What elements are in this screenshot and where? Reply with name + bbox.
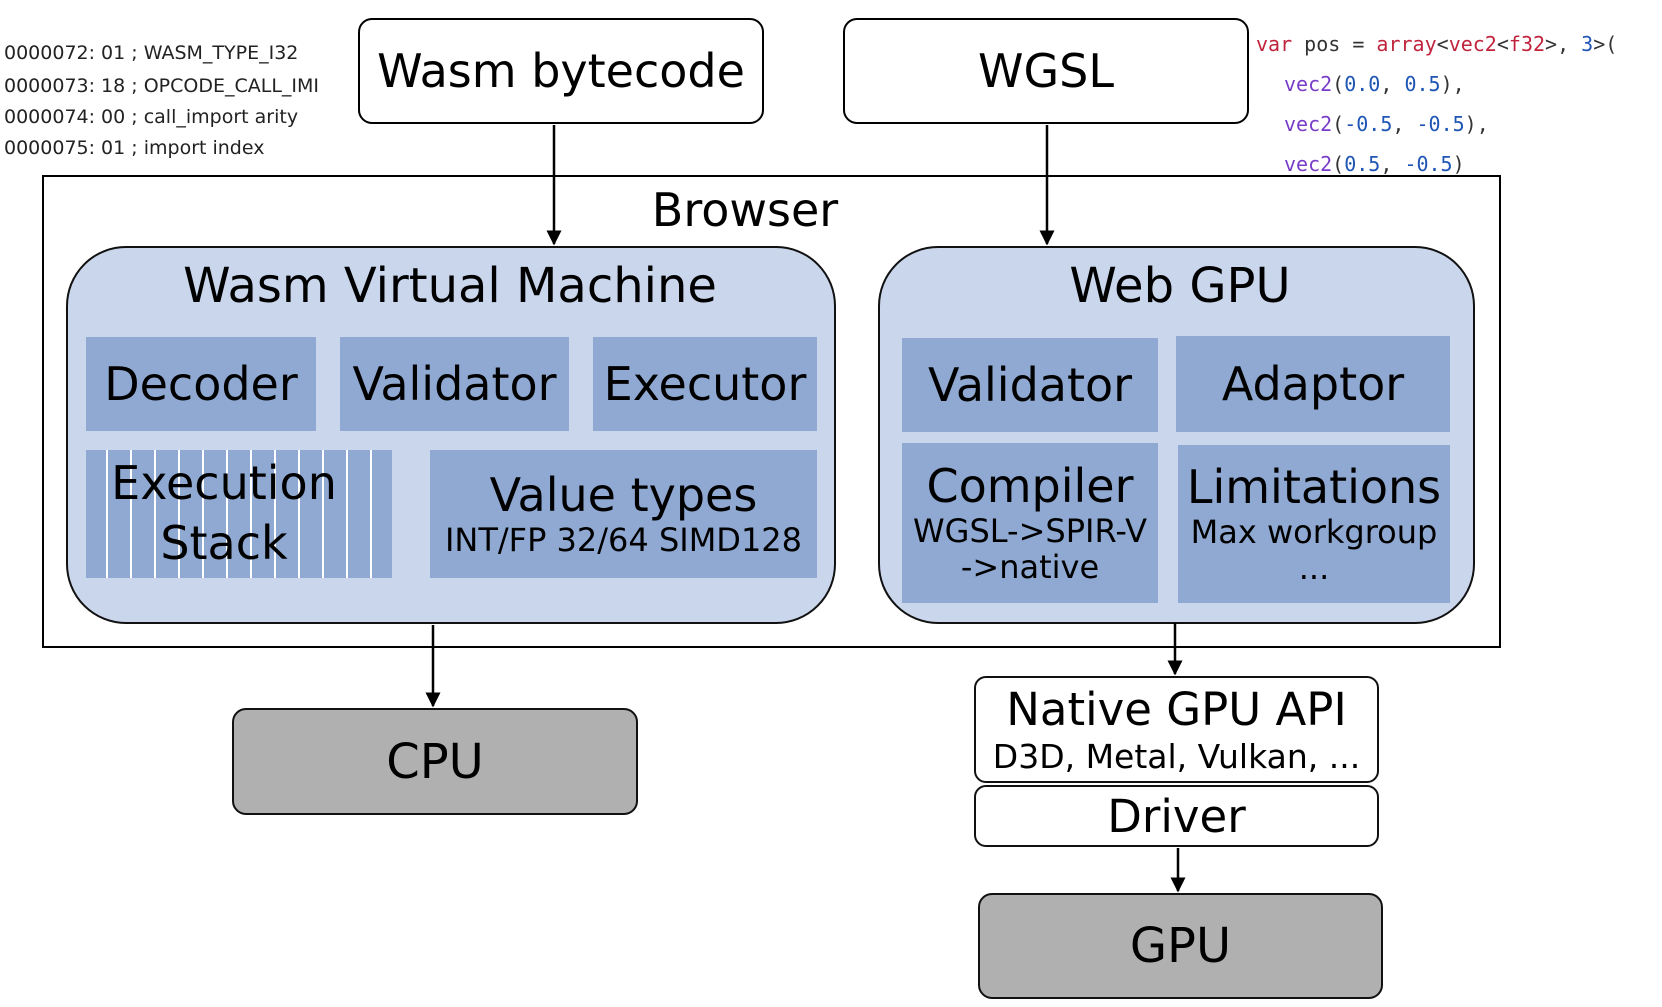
gpu-box: GPU [978, 893, 1383, 999]
value-types-block: Value types INT/FP 32/64 SIMD128 [430, 450, 817, 578]
hex-line: 0000074: 00 ; call_import arity [4, 106, 299, 128]
hex-line: 0000072: 01 ; WASM_TYPE_I32 [4, 42, 299, 64]
limitations-subtitle: Max workgroup [1190, 512, 1438, 551]
compiler-subtitle: WGSL->SPIR-V [913, 511, 1147, 550]
code-line: vec2(0.0, 0.5), [1284, 72, 1465, 96]
browser-title: Browser [651, 183, 839, 237]
execution-stack-label: Execution Stack [111, 456, 337, 570]
hex-line: 0000073: 18 ; OPCODE_CALL_IMI [4, 75, 320, 97]
hex-line: 0000075: 01 ; import index [4, 137, 265, 159]
wgsl-box: WGSL [843, 18, 1249, 124]
code-line: vec2(0.5, -0.5) [1284, 152, 1465, 176]
execution-stack-block: Execution Stack [86, 450, 392, 578]
native-gpu-api-box: Native GPU API D3D, Metal, Vulkan, ... [974, 676, 1379, 783]
browser-container [42, 175, 1501, 648]
webgpu-validator-block: Validator [902, 338, 1158, 432]
code-line: vec2(-0.5, -0.5), [1284, 112, 1489, 136]
driver-box: Driver [974, 785, 1379, 847]
wasm-bytecode-box: Wasm bytecode [358, 18, 764, 124]
executor-block: Executor [593, 337, 817, 431]
cpu-box: CPU [232, 708, 638, 815]
compiler-block: Compiler WGSL->SPIR-V ->native [902, 443, 1158, 603]
wasm-vm-title: Wasm Virtual Machine [183, 258, 717, 314]
value-types-subtitle: INT/FP 32/64 SIMD128 [444, 521, 803, 560]
value-types-title: Value types [489, 468, 758, 523]
native-gpu-api-title: Native GPU API [1006, 682, 1347, 736]
adaptor-block: Adaptor [1176, 336, 1450, 432]
decoder-block: Decoder [86, 337, 316, 431]
compiler-title: Compiler [926, 458, 1134, 513]
limitations-block: Limitations Max workgroup ... [1178, 445, 1450, 603]
webgpu-title: Web GPU [1069, 258, 1291, 314]
wasm-validator-block: Validator [340, 337, 569, 431]
code-line: var pos = array<vec2<f32>, 3>( [1256, 32, 1618, 56]
limitations-subtitle: ... [1298, 549, 1330, 588]
native-gpu-api-subtitle: D3D, Metal, Vulkan, ... [992, 736, 1361, 776]
compiler-subtitle: ->native [960, 548, 1100, 587]
limitations-title: Limitations [1186, 459, 1442, 514]
